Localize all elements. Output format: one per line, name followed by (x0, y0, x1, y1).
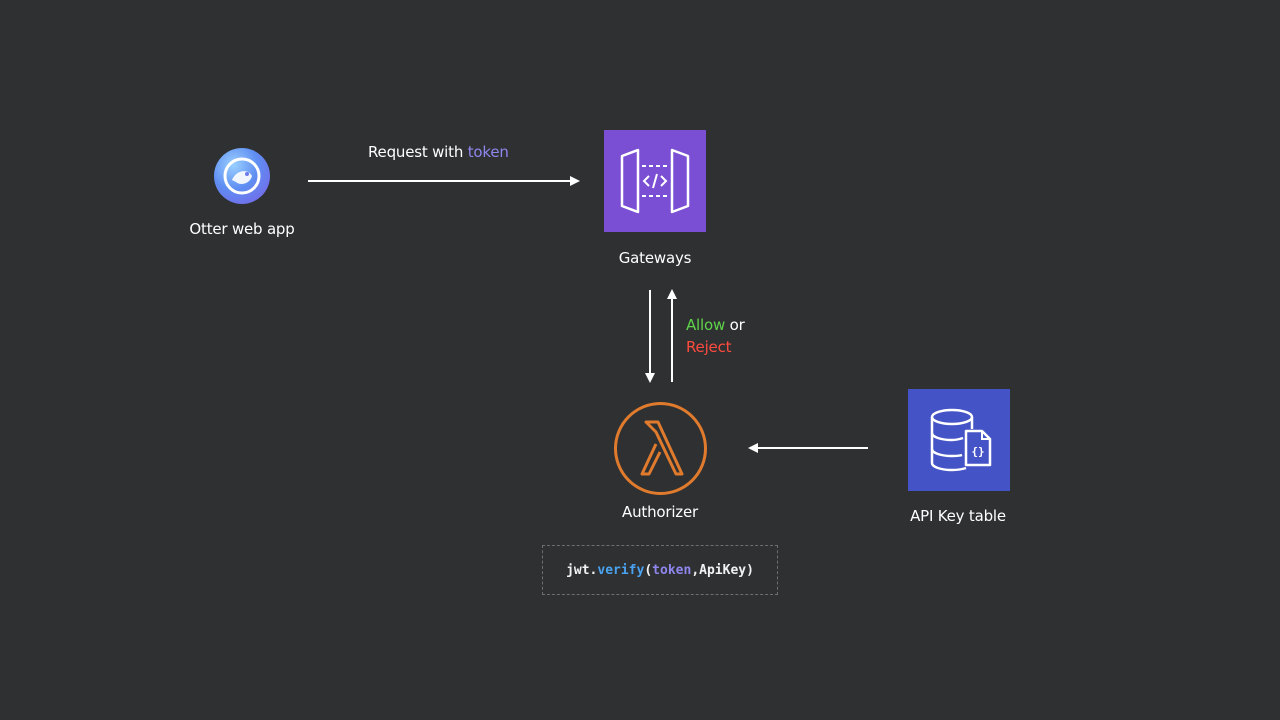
otter-logo-icon (214, 148, 270, 204)
code-arg-apikey: ApiKey (699, 562, 747, 578)
code-snippet: jwt.verify(token, ApiKey) (542, 545, 778, 595)
code-close-paren: ) (746, 562, 754, 578)
svg-text:{}: {} (971, 445, 984, 458)
gateways-label: Gateways (618, 249, 692, 267)
allow-label: Allow (686, 316, 726, 334)
code-method: verify (597, 562, 645, 578)
request-label-token: token (467, 143, 509, 161)
api-gateway-icon (604, 130, 706, 232)
lambda-icon (614, 402, 707, 495)
reject-label: Reject (686, 338, 732, 356)
decision-label-line1: Allow or (686, 316, 745, 334)
code-object: jwt (566, 562, 590, 578)
database-json-icon: {} (908, 389, 1010, 491)
app-label: Otter web app (189, 220, 295, 238)
code-separator: , (691, 562, 700, 578)
code-arg-token: token (652, 562, 692, 578)
authorizer-label: Authorizer (622, 503, 698, 521)
code-dot: . (589, 562, 598, 578)
or-label: or (725, 316, 745, 334)
apikey-label: API Key table (910, 507, 1006, 525)
request-label-prefix: Request with (368, 143, 468, 161)
code-open-paren: ( (644, 562, 653, 578)
request-label: Request with token (368, 143, 509, 161)
